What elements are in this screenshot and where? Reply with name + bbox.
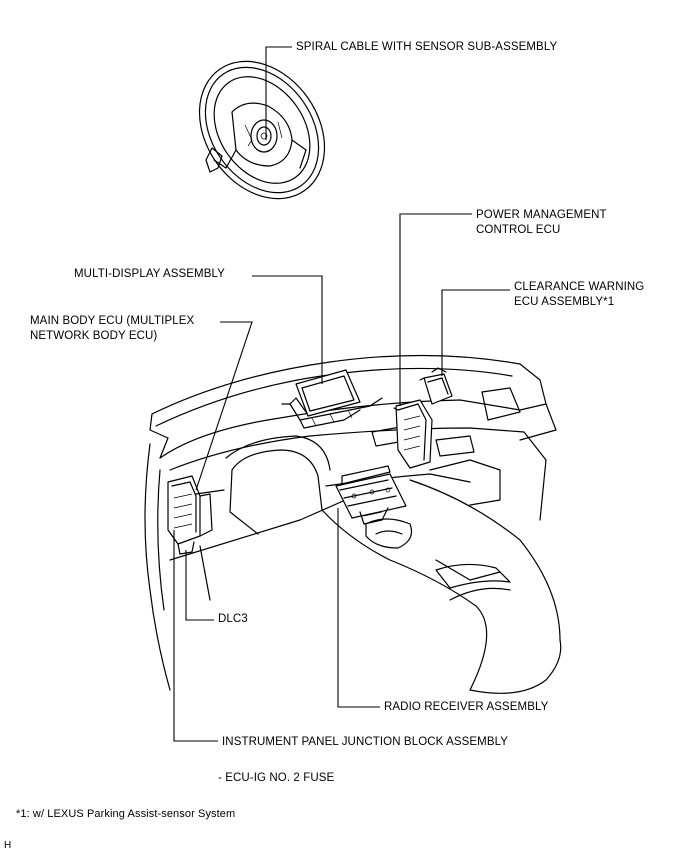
leader-lines [173,46,510,742]
clearance-warning-ecu-part [419,367,453,405]
label-radio-receiver-assembly: RADIO RECEIVER ASSEMBLY [384,701,549,713]
label-multi-display-assembly: MULTI-DISPLAY ASSEMBLY [74,268,225,280]
instrument-panel-illustration [144,354,562,694]
label-main-body-ecu: MAIN BODY ECU (MULTIPLEX NETWORK BODY EC… [30,315,195,342]
label-ecu-ig-fuse: - ECU-IG NO. 2 FUSE [218,772,335,784]
label-power-management-ecu: POWER MANAGEMENT CONTROL ECU [476,209,607,236]
multi-display-part [281,369,383,429]
footnote: *1: w/ LEXUS Parking Assist-sensor Syste… [16,808,236,820]
label-clearance-warning-ecu: CLEARANCE WARNING ECU ASSEMBLY*1 [514,281,645,308]
power-management-ecu-part [393,399,433,469]
steering-wheel-illustration [198,60,326,200]
main-body-ecu-part [167,475,225,555]
label-dlc3: DLC3 [218,613,248,625]
label-junction-block-assembly: INSTRUMENT PANEL JUNCTION BLOCK ASSEMBLY [222,736,509,748]
label-spiral-cable: SPIRAL CABLE WITH SENSOR SUB-ASSEMBLY [296,41,558,53]
radio-receiver-part [335,465,407,525]
corner-mark: H [4,840,12,851]
